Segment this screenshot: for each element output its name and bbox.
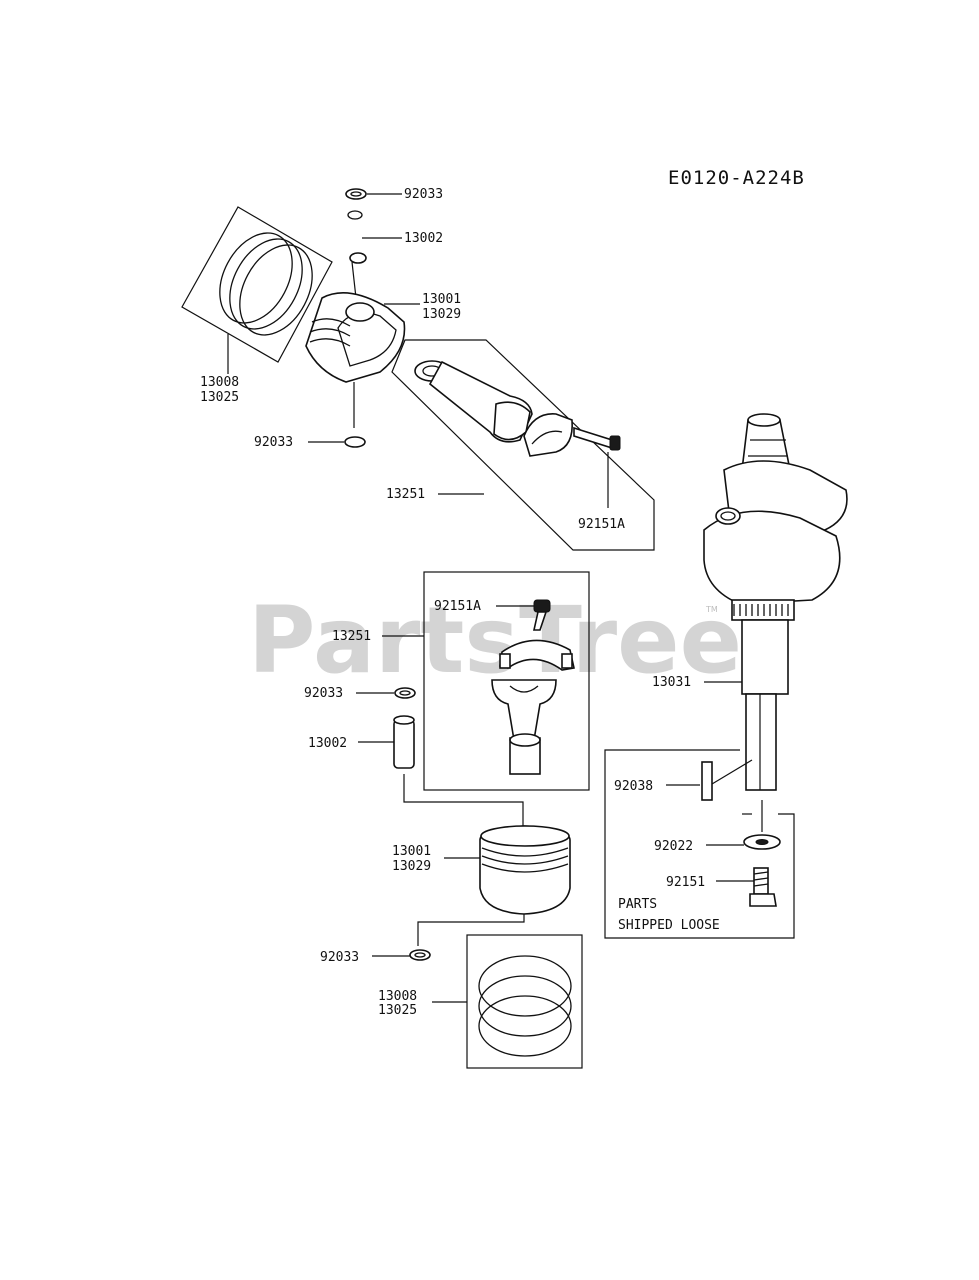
label-piston-mid-b: 13029 xyxy=(392,859,431,874)
label-pin-mid: 13002 xyxy=(308,736,347,751)
watermark: PartsTree xyxy=(248,587,742,694)
middle-rod-box xyxy=(423,571,590,791)
parts-note-line2: SHIPPED LOOSE xyxy=(618,918,720,933)
washer[interactable] xyxy=(743,834,781,850)
upper-small-ring[interactable] xyxy=(347,210,363,220)
label-piston-mid-a: 13001 xyxy=(392,844,431,859)
middle-rod-bolt[interactable] xyxy=(533,599,551,631)
woodruff-key[interactable] xyxy=(701,761,713,801)
upper-rod-bolt[interactable] xyxy=(573,426,621,451)
label-rings-bottom-a: 13008 xyxy=(378,989,417,1004)
label-ring-top: 92033 xyxy=(404,187,443,202)
diagram-code: E0120-A224B xyxy=(668,167,805,189)
upper-ring-set-box xyxy=(181,206,333,363)
upper-circlip-top[interactable] xyxy=(345,188,367,200)
label-washer: 92022 xyxy=(654,839,693,854)
bottom-piston-rings[interactable] xyxy=(478,955,572,1057)
label-bolt-top: 92151A xyxy=(578,517,625,532)
crankshaft[interactable] xyxy=(703,413,848,791)
parts-note-line1: PARTS xyxy=(618,897,657,912)
bottom-circlip[interactable] xyxy=(409,949,431,961)
label-rod-top: 13251 xyxy=(386,487,425,502)
middle-piston-pin[interactable] xyxy=(393,715,415,769)
middle-circlip[interactable] xyxy=(394,687,416,699)
label-rings-top-a: 13008 xyxy=(200,375,239,390)
label-ring-bottom: 92033 xyxy=(320,950,359,965)
label-rings-top-b: 13025 xyxy=(200,390,239,405)
upper-circlip-bottom[interactable] xyxy=(344,436,366,448)
label-ring-mid: 92033 xyxy=(304,686,343,701)
label-rod-mid: 13251 xyxy=(332,629,371,644)
shipped-loose-box xyxy=(604,749,795,939)
label-ring-top-lower: 92033 xyxy=(254,435,293,450)
label-crankshaft: 13031 xyxy=(652,675,691,690)
watermark-tm: TM xyxy=(705,605,718,614)
upper-piston-rings[interactable] xyxy=(205,221,327,348)
upper-rod-box xyxy=(391,339,655,551)
upper-connecting-rod[interactable] xyxy=(414,360,533,443)
label-pin-top: 13002 xyxy=(404,231,443,246)
label-piston-top-b: 13029 xyxy=(422,307,461,322)
middle-piston[interactable] xyxy=(479,825,571,915)
label-bolt-mid: 92151A xyxy=(434,599,481,614)
label-rings-bottom-b: 13025 xyxy=(378,1003,417,1018)
middle-connecting-rod[interactable] xyxy=(491,679,557,775)
upper-piston-pin[interactable] xyxy=(349,252,367,299)
upper-piston[interactable] xyxy=(305,292,406,383)
label-key: 92038 xyxy=(614,779,653,794)
loose-bolt[interactable] xyxy=(749,867,777,907)
upper-rod-cap[interactable] xyxy=(523,413,573,457)
label-bolt-loose: 92151 xyxy=(666,875,705,890)
middle-rod-cap[interactable] xyxy=(499,639,575,671)
label-piston-top-a: 13001 xyxy=(422,292,461,307)
